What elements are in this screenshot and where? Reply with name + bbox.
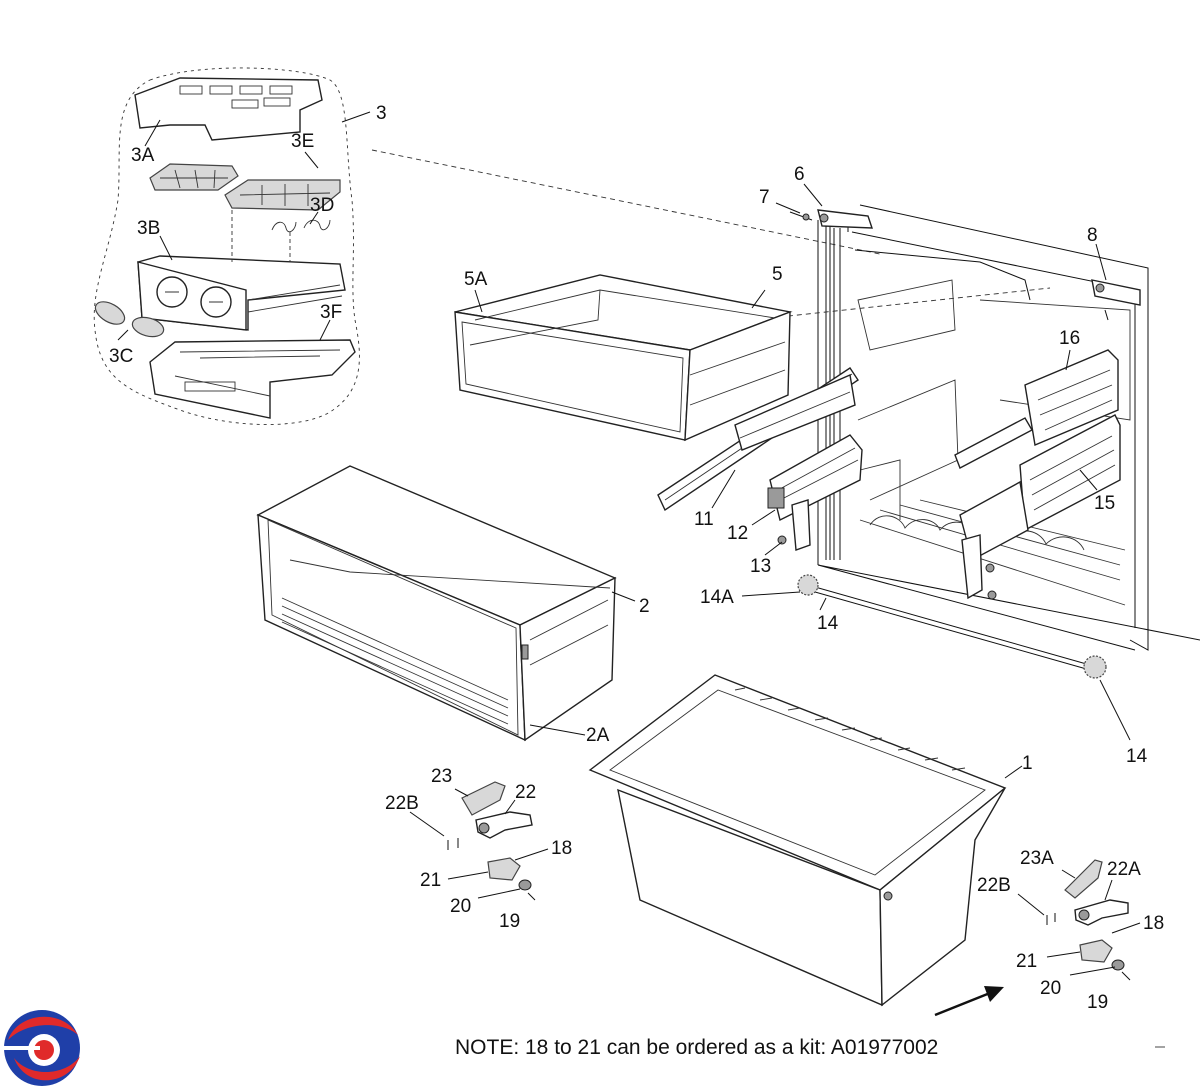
label-19: 19 xyxy=(499,911,520,932)
part-3E xyxy=(149,163,341,211)
label-3A: 3A xyxy=(131,145,155,166)
label-3C: 3C xyxy=(109,346,133,367)
label-2A: 2A xyxy=(586,725,610,746)
small-parts-left xyxy=(447,781,536,901)
callout-labels: 3 3A 3E 3D 3B 3C 3F 5A 5 6 7 8 16 15 11 … xyxy=(109,103,1164,1013)
part-23A-right xyxy=(1064,859,1103,899)
label-19-right: 19 xyxy=(1087,992,1108,1013)
part-21-right xyxy=(1079,939,1113,963)
label-22B-right: 22B xyxy=(977,875,1011,896)
label-5: 5 xyxy=(772,264,783,285)
label-3D: 3D xyxy=(310,195,334,216)
label-14A: 14A xyxy=(700,587,734,608)
arrow-head xyxy=(984,986,1004,1002)
label-14-a: 14 xyxy=(817,613,839,634)
kit-note: NOTE: 18 to 21 can be ordered as a kit: … xyxy=(455,1036,938,1059)
part-22A-right xyxy=(1074,899,1129,926)
small-parts-right xyxy=(1046,859,1131,981)
label-22B: 22B xyxy=(385,793,419,814)
part-13-screw xyxy=(777,535,787,545)
label-23A-right: 23A xyxy=(1020,848,1054,869)
part-8-hinge xyxy=(1091,279,1141,321)
label-8: 8 xyxy=(1087,225,1098,246)
label-20: 20 xyxy=(450,896,471,917)
label-3E: 3E xyxy=(291,131,314,152)
part-11-slide xyxy=(657,367,859,512)
part-22-left xyxy=(475,811,533,839)
part-5-drawer xyxy=(454,274,793,442)
part-15-rack xyxy=(959,414,1121,600)
brand-logo-icon xyxy=(2,1010,80,1086)
part-7-screw xyxy=(789,211,813,221)
label-7: 7 xyxy=(759,187,770,208)
label-14-b: 14 xyxy=(1126,746,1148,767)
label-18: 18 xyxy=(551,838,572,859)
label-3B: 3B xyxy=(137,218,160,239)
assembly-3-group xyxy=(93,67,360,425)
label-1: 1 xyxy=(1022,753,1033,774)
label-5A: 5A xyxy=(464,269,488,290)
label-13: 13 xyxy=(750,556,771,577)
part-14-shaft xyxy=(797,574,1107,679)
label-3F: 3F xyxy=(320,302,342,323)
label-3: 3 xyxy=(376,103,387,124)
label-18-right: 18 xyxy=(1143,913,1164,934)
label-16: 16 xyxy=(1059,328,1080,349)
label-15: 15 xyxy=(1094,493,1115,514)
label-20-right: 20 xyxy=(1040,978,1061,999)
label-22A-right: 22A xyxy=(1107,859,1141,880)
label-21: 21 xyxy=(420,870,441,891)
label-23: 23 xyxy=(431,766,452,787)
part-3D xyxy=(271,219,331,233)
part-16-rack xyxy=(954,349,1119,469)
part-21-left xyxy=(487,857,521,881)
part-3C xyxy=(94,301,165,338)
part-2-drawer xyxy=(256,465,617,742)
part-3F xyxy=(149,339,356,419)
arrow-icon xyxy=(934,991,991,1017)
part-3A xyxy=(134,77,323,141)
label-6: 6 xyxy=(794,164,805,185)
label-22: 22 xyxy=(515,782,536,803)
label-21-right: 21 xyxy=(1016,951,1037,972)
part-23-left xyxy=(461,781,506,816)
label-11: 11 xyxy=(694,509,714,530)
label-12: 12 xyxy=(727,523,748,544)
label-2: 2 xyxy=(639,596,650,617)
part-1-bin xyxy=(588,674,1007,1007)
part-3B xyxy=(137,255,346,331)
leader-lines xyxy=(117,111,1141,976)
part-12-bracket xyxy=(767,434,863,551)
